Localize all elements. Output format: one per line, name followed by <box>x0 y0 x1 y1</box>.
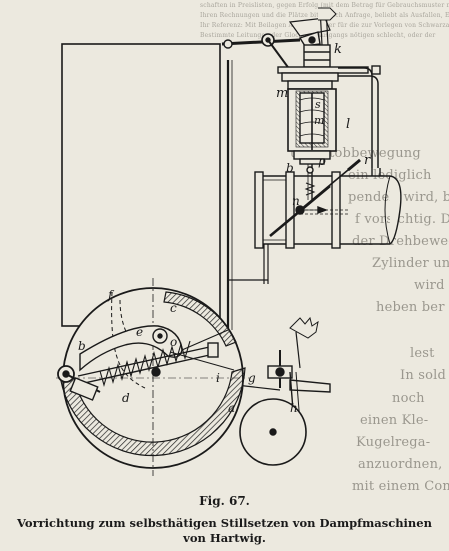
label-m2: m <box>314 114 324 127</box>
bg-line: lest <box>410 346 435 361</box>
bg-line: anzuordnen, <box>358 457 443 472</box>
figure-number: Fig. 67. <box>199 494 250 508</box>
bg-line: noch <box>392 391 425 406</box>
bg-line: mit einem Con- <box>352 479 449 494</box>
label-d: d <box>122 391 130 405</box>
label-f: f <box>107 288 115 302</box>
label-b: b <box>286 161 294 175</box>
bg-line: Zylinder un <box>372 256 449 271</box>
label-m: m <box>276 86 288 101</box>
label-p: p <box>318 154 326 168</box>
bg-line: f vorsichtig. D <box>355 212 449 227</box>
steam-pipe <box>338 67 379 168</box>
caption-line-1: Vorrichtung zum selbsthätigen Stillsetze… <box>17 516 432 530</box>
figure-caption: Vorrichtung zum selbsthätigen Stillsetze… <box>0 516 449 546</box>
label-h: h <box>290 401 298 415</box>
label-c: c <box>170 301 177 315</box>
spring-d <box>77 340 219 387</box>
label-n: n <box>292 194 300 208</box>
label-l: l <box>346 117 350 132</box>
label-o: o <box>170 335 177 349</box>
main-steam-pipe <box>258 175 390 245</box>
bg-line: In sold <box>400 368 447 383</box>
label-e: e <box>136 325 143 339</box>
label-k: k <box>334 42 342 57</box>
hatched-segment-a <box>59 367 246 457</box>
bg-line: wird d <box>414 278 449 293</box>
top-lever <box>221 38 301 46</box>
bg-line: schaften in Preislisten, gegen Erfolg (m… <box>200 2 449 9</box>
bg-line: der Drehbewegu <box>352 234 449 249</box>
caption-line-2: von Hartwig. <box>183 531 266 545</box>
label-g: g <box>248 371 256 385</box>
label-b2: b <box>78 339 86 353</box>
gear-sector <box>289 316 319 339</box>
label-a: a <box>228 401 235 415</box>
label-i: i <box>216 371 220 385</box>
engine-frame-panel <box>61 43 221 327</box>
label-s: s <box>315 98 321 111</box>
bg-line: einen Kle- <box>360 413 429 428</box>
bg-line: Kugelrega- <box>356 435 431 450</box>
bg-line: heben ber <box>376 300 445 315</box>
label-r: r <box>364 153 371 168</box>
valve-housing-k <box>303 44 331 68</box>
